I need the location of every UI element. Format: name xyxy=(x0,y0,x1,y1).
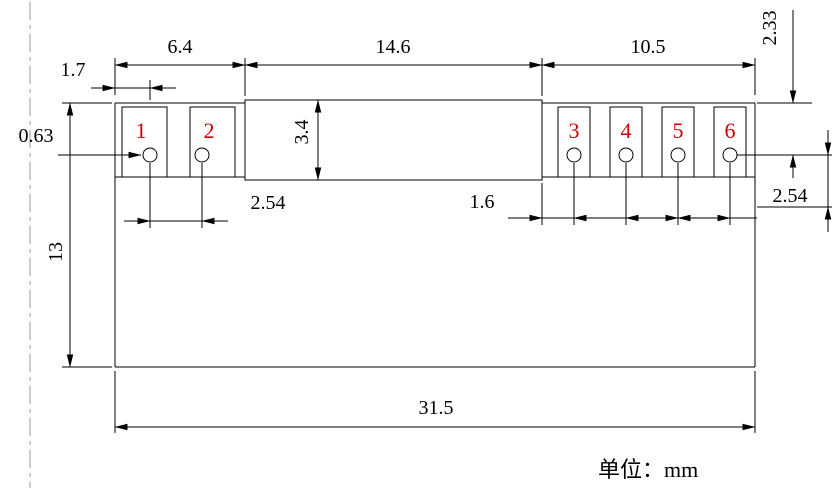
dim-label-right-pin-pitch: 2.54 xyxy=(773,185,808,207)
dim-body-height: 13 xyxy=(45,102,112,368)
dim-hole-diameter: 0.63 xyxy=(19,125,142,159)
dim-label-left-section-width: 6.4 xyxy=(168,36,193,58)
pin-6-number: 6 xyxy=(725,118,736,143)
dim-left-pin-pitch: 2.54 xyxy=(124,163,286,228)
dim-label-body-height: 13 xyxy=(45,242,67,262)
dim-label-left-pin-pitch: 2.54 xyxy=(251,192,286,214)
pad-1-hole xyxy=(142,147,158,163)
dim-pad-width: 1.6 xyxy=(470,163,606,225)
dim-label-right-section-width: 10.5 xyxy=(631,36,666,58)
middle-section xyxy=(244,99,543,181)
pin-1-number: 1 xyxy=(136,118,147,143)
pad-5-hole xyxy=(670,147,686,163)
pad-4-hole xyxy=(618,147,634,163)
dim-label-top-to-hole-center: 2.33 xyxy=(759,11,781,46)
pad-1-body xyxy=(121,106,168,178)
dim-overall-width: 31.5 xyxy=(114,371,756,433)
pad-6-hole xyxy=(722,147,738,163)
dim-label-overall-width: 31.5 xyxy=(419,397,454,419)
dim-label-middle-section-width: 14.6 xyxy=(376,36,411,58)
dim-label-middle-section-height: 3.4 xyxy=(291,120,313,145)
pad-2-hole xyxy=(194,147,210,163)
dim-top-to-hole-center: 2.33 xyxy=(757,10,812,178)
pin-3-number: 3 xyxy=(569,118,580,143)
dim-middle-section-height: 3.4 xyxy=(291,99,322,181)
pin-4-number: 4 xyxy=(621,118,632,143)
pad-1 xyxy=(121,106,168,178)
pad-2 xyxy=(189,106,236,178)
pin-5-number: 5 xyxy=(673,118,684,143)
dim-label-hole-diameter: 0.63 xyxy=(19,125,54,147)
dim-label-pad-width: 1.6 xyxy=(470,191,495,213)
dim-top-widths: 6.4 14.6 10.5 xyxy=(114,36,756,96)
dim-edge-to-pin1: 1.7 xyxy=(61,59,176,100)
dim-right-pin-pitch: 2.54 xyxy=(737,130,832,232)
pin-2-number: 2 xyxy=(204,118,215,143)
pad-3-hole xyxy=(566,147,582,163)
pad-2-body xyxy=(189,106,236,178)
dim-label-edge-to-pin1: 1.7 xyxy=(61,59,86,81)
unit-label: 单位：mm xyxy=(598,457,698,482)
dim-right-pitch-chain xyxy=(606,163,757,225)
